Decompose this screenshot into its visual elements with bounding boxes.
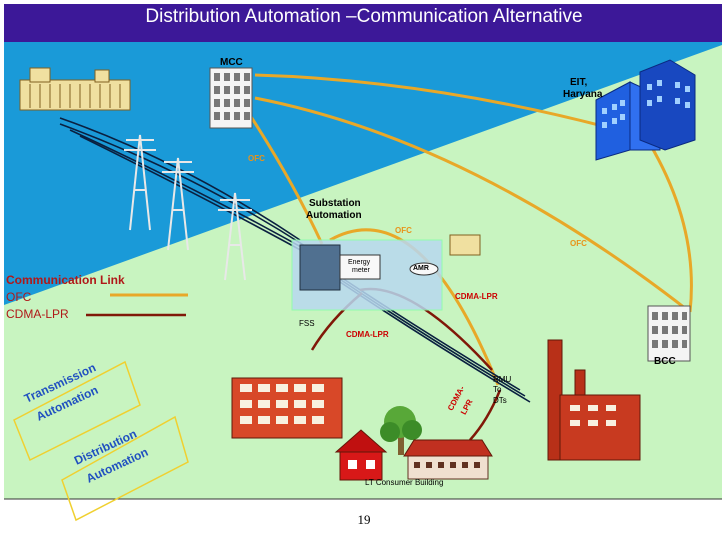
- amr-label: AMR: [413, 265, 429, 272]
- ofc-mcc-bcc: [254, 96, 691, 314]
- tree-icon: [380, 406, 422, 455]
- ofc-label: OFC: [570, 239, 587, 248]
- rmu-label-line3: DTs: [493, 396, 507, 405]
- legend-ofc-label: OFC: [6, 290, 32, 304]
- distribution-zone-box: [61, 415, 189, 522]
- bcc-label: BCC: [654, 356, 676, 367]
- apartment-building-icon: [647, 305, 691, 362]
- cdma-label: CDMA-LPR: [455, 292, 498, 301]
- eit-label-line2: Haryana: [563, 89, 603, 100]
- apartment-building-icon: [231, 377, 343, 439]
- office-tower-icon: [595, 59, 696, 161]
- energy-meter-label-line1: Energy: [348, 259, 371, 266]
- energy-meter-label-line2: meter: [352, 267, 370, 274]
- substation-icon: [291, 234, 481, 311]
- ofc-label: OFC: [248, 154, 265, 163]
- substation-label-line2: Automation: [306, 210, 362, 221]
- wire: [79, 135, 316, 259]
- substation-label-line1: Substation: [309, 198, 361, 209]
- mcc-label: MCC: [220, 57, 243, 68]
- rmu-label-line2: To: [493, 385, 502, 394]
- eit-label-line1: EIT,: [570, 77, 588, 88]
- cdma-label: CDMA-LPR: [346, 330, 389, 339]
- wire: [59, 123, 306, 247]
- power-plant-icon: [19, 67, 131, 111]
- page-number: 19: [357, 512, 371, 527]
- legend-title: Communication Link: [6, 273, 125, 287]
- apartment-building-icon: [403, 439, 493, 480]
- house-icon: [334, 429, 388, 481]
- fss-label: FSS: [299, 319, 315, 328]
- legend-cdma-label: CDMA-LPR: [6, 307, 69, 321]
- ofc-mcc-eit: [254, 73, 619, 132]
- energy-meter-box: [339, 254, 381, 280]
- transmission-tower-icon: [124, 134, 252, 281]
- lt-consumer-label: LT Consumer Building: [365, 478, 444, 487]
- cdma-consumer-rmu: [469, 389, 502, 441]
- ofc-label: OFC: [395, 226, 412, 235]
- transmission-zone-box: [13, 360, 141, 462]
- wire: [69, 129, 311, 253]
- rmu-label-line1: RMU: [493, 375, 512, 384]
- amr-box: [409, 262, 439, 276]
- slide-title: Distribution Automation –Communication A…: [145, 6, 583, 27]
- zone-boxes: [13, 360, 189, 522]
- factory-icon: [547, 339, 641, 461]
- control-building-icon: [209, 67, 253, 129]
- title-bar: [4, 4, 722, 42]
